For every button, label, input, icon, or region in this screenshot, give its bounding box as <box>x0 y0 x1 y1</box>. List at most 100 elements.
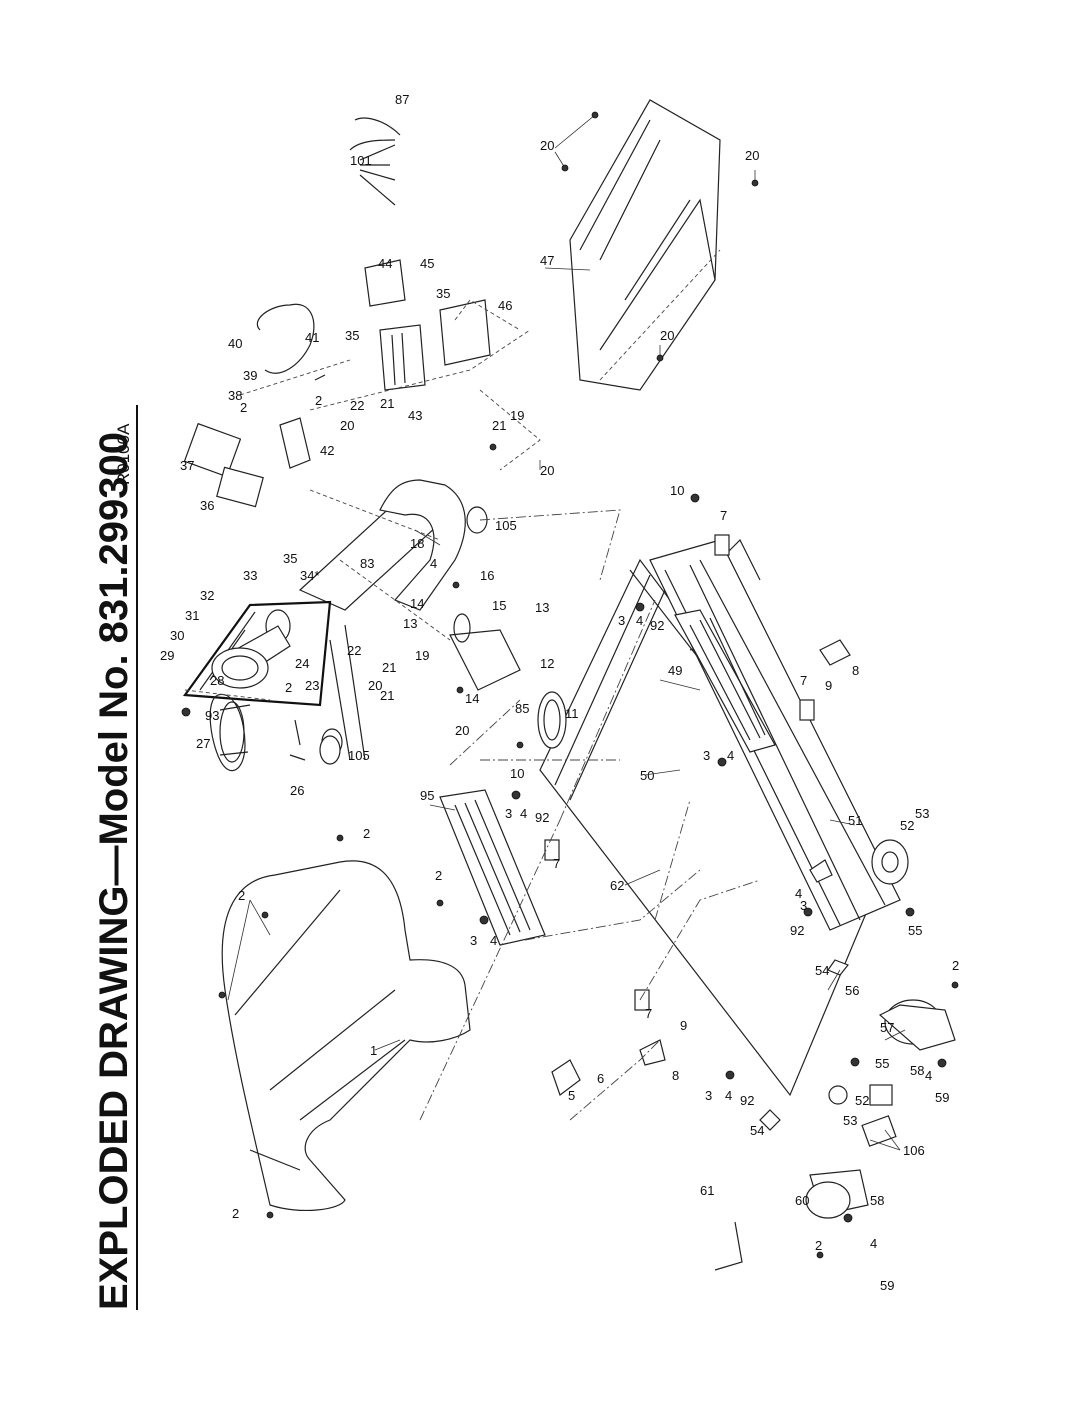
callout-85: 85 <box>515 701 529 716</box>
callout-34: 34* <box>300 568 320 583</box>
callout-35: 35 <box>283 551 297 566</box>
callout-26: 26 <box>290 783 304 798</box>
callout-44: 44 <box>378 256 392 271</box>
callout-52: 52 <box>855 1093 869 1108</box>
callout-5: 5 <box>568 1088 575 1103</box>
callout-10: 10 <box>510 766 524 781</box>
callout-10: 10 <box>670 483 684 498</box>
callout-58: 58 <box>910 1063 924 1078</box>
walking-platform <box>439 539 901 946</box>
header: EXPLODED DRAWING—Model No. 831.299300 R0… <box>92 405 138 1310</box>
callout-2: 2 <box>363 826 370 841</box>
callout-92: 92 <box>790 923 804 938</box>
callout-3: 3 <box>800 898 807 913</box>
callout-4: 4 <box>795 886 802 901</box>
callout-21: 21 <box>492 418 506 433</box>
callout-labels: 2 2 2 2 2 2 2 2 2 1 3 3 3 3 3 3 4 4 4 4 … <box>160 92 959 1293</box>
assembly-centerlines <box>184 249 761 1121</box>
callout-4: 4 <box>725 1088 732 1103</box>
callout-56: 56 <box>845 983 859 998</box>
callout-20: 20 <box>455 723 469 738</box>
callout-13: 13 <box>535 600 549 615</box>
callout-14: 14 <box>465 691 479 706</box>
callout-33: 33 <box>243 568 257 583</box>
callout-46: 46 <box>498 298 512 313</box>
callout-57: 57 <box>880 1020 894 1035</box>
callout-54: 54 <box>815 963 829 978</box>
callout-93: 93 <box>205 708 219 723</box>
callout-4: 4 <box>430 556 437 571</box>
callout-22: 22 <box>347 643 361 658</box>
callout-3: 3 <box>505 806 512 821</box>
callout-55: 55 <box>875 1056 889 1071</box>
callout-7: 7 <box>800 673 807 688</box>
page-title: EXPLODED DRAWING—Model No. 831.299300 <box>92 432 136 1310</box>
drive-belt <box>209 693 341 772</box>
controller-electronics <box>183 117 541 508</box>
callout-15: 15 <box>492 598 506 613</box>
callout-39: 39 <box>243 368 257 383</box>
callout-2: 2 <box>315 393 322 408</box>
callout-2: 2 <box>435 868 442 883</box>
callout-20: 20 <box>368 678 382 693</box>
callout-30: 30 <box>170 628 184 643</box>
rear-brackets <box>544 534 851 1271</box>
callout-83: 83 <box>360 556 374 571</box>
front-roller-group <box>537 691 956 1219</box>
callout-22: 22 <box>350 398 364 413</box>
callout-2: 2 <box>232 1206 239 1221</box>
callout-105: 105 <box>495 518 517 533</box>
callout-4: 4 <box>727 748 734 763</box>
callout-9: 9 <box>680 1018 687 1033</box>
callout-106: 106 <box>903 1143 925 1158</box>
callout-13: 13 <box>403 616 417 631</box>
callout-42: 42 <box>320 443 334 458</box>
callout-8: 8 <box>852 663 859 678</box>
callout-49: 49 <box>668 663 682 678</box>
callout-6: 6 <box>597 1071 604 1086</box>
callout-92: 92 <box>740 1093 754 1108</box>
callout-11: 11 <box>565 706 579 721</box>
callout-36: 36 <box>200 498 214 513</box>
callout-92: 92 <box>650 618 664 633</box>
callout-2: 2 <box>240 400 247 415</box>
callout-35: 35 <box>436 286 450 301</box>
callout-35: 35 <box>345 328 359 343</box>
callout-53: 53 <box>843 1113 857 1128</box>
callout-101: 101 <box>350 153 372 168</box>
callout-2: 2 <box>952 958 959 973</box>
drive-motor-box <box>182 600 332 763</box>
callout-29: 29 <box>160 648 174 663</box>
callout-7: 7 <box>553 856 560 871</box>
callout-7: 7 <box>720 508 727 523</box>
callout-19: 19 <box>415 648 429 663</box>
callout-2: 2 <box>815 1238 822 1253</box>
fasteners <box>181 111 959 1259</box>
front-cap <box>569 99 721 391</box>
callout-14: 14 <box>410 596 424 611</box>
callout-4: 4 <box>925 1068 932 1083</box>
callout-61: 61 <box>700 1183 714 1198</box>
callout-2: 2 <box>285 680 292 695</box>
callout-21: 21 <box>380 396 394 411</box>
callout-8: 8 <box>672 1068 679 1083</box>
callout-20: 20 <box>745 148 759 163</box>
incline-frame <box>298 479 521 761</box>
callout-31: 31 <box>185 608 199 623</box>
callout-43: 43 <box>408 408 422 423</box>
callout-38: 38 <box>228 388 242 403</box>
callout-60: 60 <box>795 1193 809 1208</box>
callout-40: 40 <box>228 336 242 351</box>
callout-4: 4 <box>490 933 497 948</box>
callout-51: 51 <box>848 813 862 828</box>
callout-92: 92 <box>535 810 549 825</box>
callout-3: 3 <box>703 748 710 763</box>
callout-59: 59 <box>935 1090 949 1105</box>
callout-4: 4 <box>636 613 643 628</box>
callout-7: 7 <box>645 1006 652 1021</box>
callout-32: 32 <box>200 588 214 603</box>
callout-19: 19 <box>510 408 524 423</box>
callout-20: 20 <box>540 138 554 153</box>
